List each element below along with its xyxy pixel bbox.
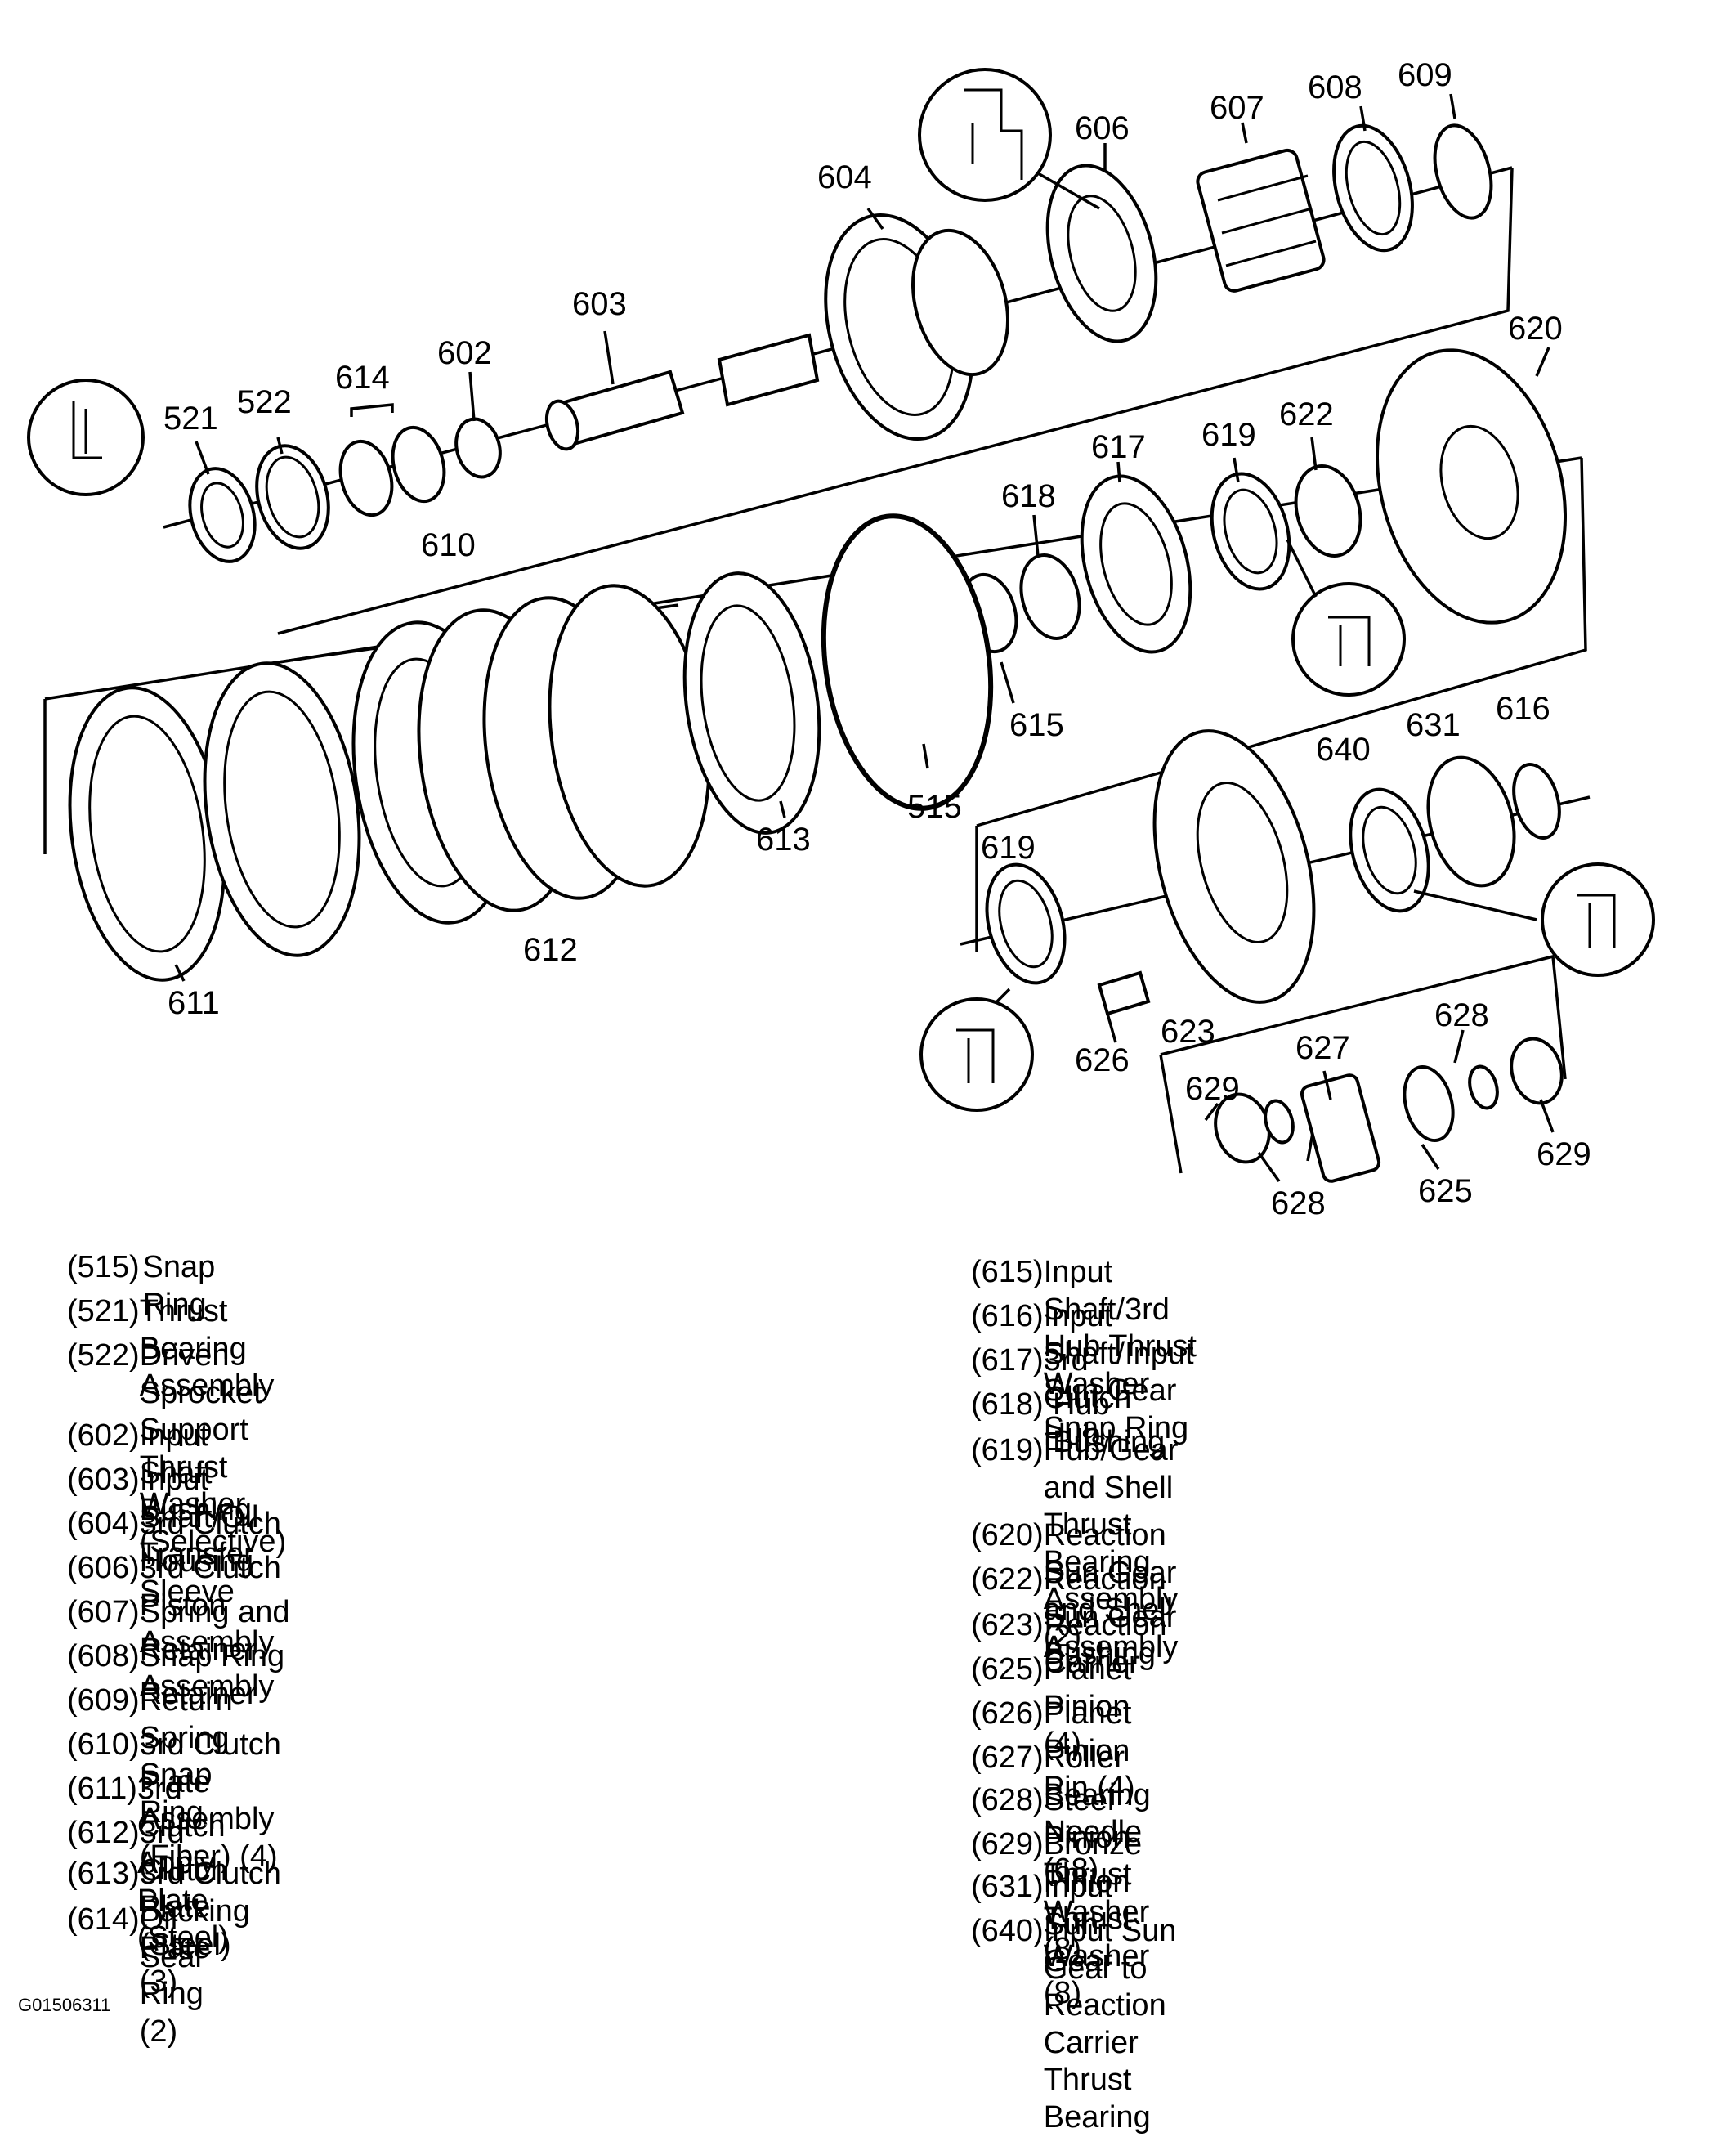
legend-item: (608)Snap Ring Retainer — [67, 1639, 285, 1711]
callout-628-lower: 628 — [1271, 1185, 1326, 1221]
legend-item: (613)3rd Clutch Backing Plate — [67, 1857, 281, 1966]
callout-606: 606 — [1075, 110, 1130, 146]
legend-item: (627)Roller Bearing Needle (68) — [971, 1741, 1151, 1887]
callout-610: 610 — [421, 527, 476, 563]
callout-615: 615 — [1009, 707, 1064, 743]
legend-item: (611)3rd Clutch Apply Plate (Steel) — [67, 1772, 229, 1956]
callout-618: 618 — [1001, 478, 1056, 514]
callout-617: 617 — [1091, 429, 1146, 465]
callout-625: 625 — [1418, 1173, 1473, 1209]
legend-item: (515)Snap Ring — [67, 1250, 216, 1322]
callout-640: 640 — [1316, 732, 1371, 768]
legend-item: (625)Planet Pinion (4) — [971, 1652, 1132, 1762]
legend-item: (623)Reaction Carrier — [971, 1608, 1167, 1680]
callout-612: 612 — [523, 932, 578, 968]
callout-522: 522 — [237, 384, 292, 420]
legend-item: (629)Bronze Pinion Thrust Washer (8) — [971, 1827, 1150, 2011]
legend-item: (640)Input Sun Gear to Reaction Carrier … — [971, 1914, 1177, 2135]
callout-629-left: 629 — [1185, 1071, 1240, 1107]
legend-item: (609)Return Spring Snap Ring — [67, 1683, 233, 1830]
legend-item: (612)3rd Clutch Plate (Steel) (3) — [67, 1816, 231, 2000]
legend-item: (606)3rd Clutch Piston Assembly — [67, 1551, 281, 1660]
callout-628-upper: 628 — [1434, 997, 1489, 1033]
callout-619-upper: 619 — [1201, 417, 1256, 453]
callout-613: 613 — [756, 822, 811, 858]
legend-item: (622)Reaction Sun Gear Bushing — [971, 1562, 1177, 1672]
legend-item: (619)Hub/Gear and Shell Thrust Bearing A… — [971, 1433, 1179, 1654]
callout-627: 627 — [1295, 1030, 1350, 1066]
legend-item: (631)Input Sun Gear — [971, 1870, 1113, 1979]
callout-622: 622 — [1279, 396, 1334, 432]
callout-602: 602 — [437, 335, 492, 371]
legend-item: (602)Input Shaft Bushing — [67, 1418, 253, 1528]
parts — [68, 123, 1568, 1183]
callout-608: 608 — [1308, 69, 1362, 105]
callout-614: 614 — [335, 360, 390, 396]
legend-item: (610)3rd Clutch Plate Assembly (Fiber) (… — [67, 1727, 281, 1874]
callout-611: 611 — [168, 985, 220, 1021]
callout-603: 603 — [572, 286, 627, 322]
legend-item: (522)Driven Sprocket Support Thrust Wash… — [67, 1338, 287, 1559]
callout-620: 620 — [1508, 311, 1563, 347]
legend-item: (603)Input Shaft/Oil Transfer Sleeve — [67, 1463, 259, 1609]
legend-item: (620)Reaction Sun Gear and Shell Assembl… — [971, 1518, 1179, 1664]
legend-item: (604)3rd Clutch Housing — [67, 1507, 281, 1579]
callout-629-right: 629 — [1537, 1136, 1591, 1172]
leader-lines — [174, 93, 1555, 1183]
exploded-view-diagram: 604 606 607 608 609 603 620 614 602 521 … — [27, 57, 1655, 1221]
callout-631: 631 — [1406, 707, 1461, 743]
legend-item: (607)Spring and Retainer Assembly — [67, 1595, 290, 1705]
callout-616: 616 — [1496, 691, 1550, 727]
legend-item: (628)Steel Pinion Thrust Washer (8) — [971, 1783, 1150, 1967]
legend-item: (618)Hub Bushing — [971, 1387, 1166, 1459]
callout-619-lower: 619 — [981, 830, 1036, 866]
legend-item: (626)Planet Pinion Pin (4) — [971, 1696, 1135, 1806]
legend-item: (615)Input Shaft/3rd Hub Thrust Washer — [971, 1255, 1197, 1401]
legend-item: (614)Oil Seal Ring (2) — [67, 1902, 204, 2049]
callout-labels: 604 606 607 608 609 603 620 614 602 521 … — [163, 57, 1591, 1221]
callout-604: 604 — [817, 159, 872, 195]
callout-515: 515 — [907, 789, 962, 825]
callout-609: 609 — [1398, 57, 1452, 93]
callout-623: 623 — [1161, 1014, 1215, 1050]
legend-item: (521)Thrust Bearing Assembly — [67, 1294, 275, 1404]
figure-id: G01506311 — [18, 1995, 111, 2015]
legend-item: (617)3rd Clutch Hub — [971, 1343, 1132, 1453]
detail-circles — [27, 68, 1655, 1112]
callout-521: 521 — [163, 401, 218, 437]
callout-626: 626 — [1075, 1042, 1130, 1078]
legend-item: (616)Input Shaft/Input Sun Gear Snap Rin… — [971, 1299, 1194, 1445]
callout-607: 607 — [1210, 90, 1264, 126]
